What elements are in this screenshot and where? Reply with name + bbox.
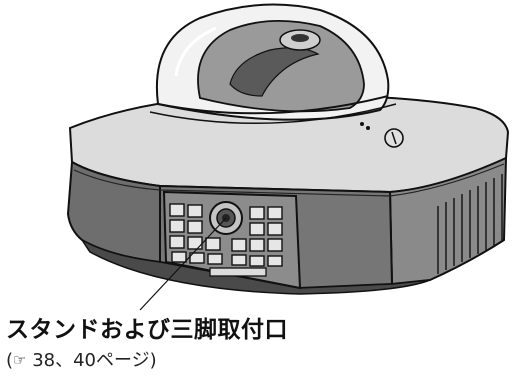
callout-leader-line xyxy=(139,217,227,311)
ref-pages: 38、40ページ xyxy=(26,350,150,371)
ref-close-paren: ) xyxy=(149,350,157,371)
page-reference: (☞ 38、40ページ) xyxy=(6,346,157,372)
pointing-hand-icon: ☞ xyxy=(13,351,27,369)
ref-open-paren: ( xyxy=(6,350,14,371)
bottom-mount-panel xyxy=(162,190,302,290)
callout-label: スタンドおよび三脚取付口 xyxy=(6,317,288,343)
side-vent-slots xyxy=(437,174,503,274)
status-indicator xyxy=(360,122,404,148)
dome-cover xyxy=(149,3,397,125)
